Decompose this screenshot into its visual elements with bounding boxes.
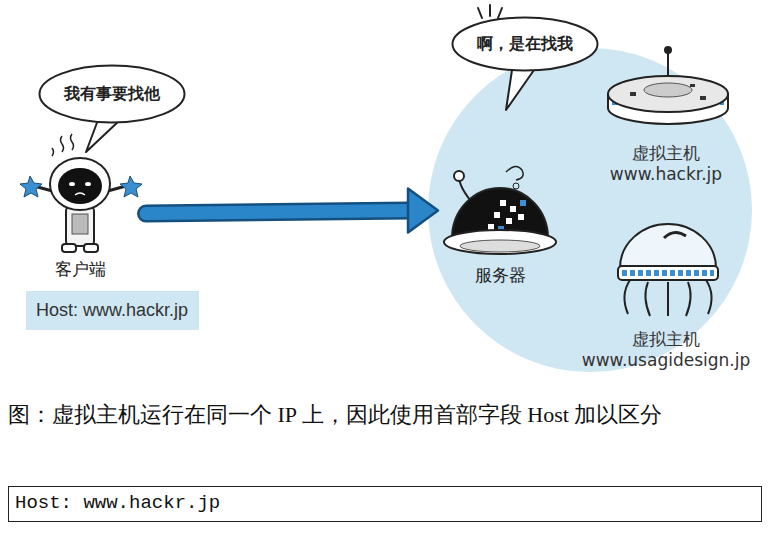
server-robot [444, 166, 556, 254]
server-node: 服务器 [440, 150, 560, 290]
virtual-host-label: 虚拟主机 www.hackr.jp [606, 143, 726, 186]
node-text: Host: www.hackr.jp [15, 492, 755, 516]
speech-bubble: 啊，是在找我 [451, 16, 599, 72]
node-label: 服务器 [475, 265, 526, 286]
virtual-host-disk [608, 46, 728, 124]
server-region [428, 48, 752, 372]
request-arrow [146, 189, 438, 233]
bubble-tail [506, 70, 534, 110]
arrow-outline [146, 211, 410, 214]
speech-bubble: 我有事要找他 [38, 64, 186, 124]
surprise-marks [478, 5, 502, 18]
bubble-shape [40, 66, 185, 123]
virtual-host-jellyfish [618, 224, 718, 316]
node-label: 客户端 [55, 259, 106, 280]
caption-text: 图：虚拟主机运行在同一个 IP 上，因此使用首部字段 Host 加以区分 [8, 400, 760, 430]
host-header-box: Host: www.hackr.jp [26, 291, 199, 330]
node-text: 虚拟主机 www.usagidesign.jp [577, 329, 755, 372]
client-robot [20, 134, 142, 252]
node-text: 我有事要找他 [64, 84, 160, 104]
figure-caption: 图：虚拟主机运行在同一个 IP 上，因此使用首部字段 Host 加以区分 [8, 400, 760, 430]
node-text: 啊，是在找我 [477, 34, 573, 54]
node-text: 虚拟主机 www.hackr.jp [606, 143, 726, 186]
arrow-shaft [146, 211, 410, 214]
node-text: Host: www.hackr.jp [36, 299, 188, 322]
bubble-shape [453, 18, 598, 71]
virtual-host-label: 虚拟主机 www.usagidesign.jp [577, 329, 755, 372]
bubble-tail [86, 120, 120, 152]
arrow-head [408, 189, 438, 233]
client-node: 客户端 [18, 150, 142, 284]
code-box: Host: www.hackr.jp [8, 486, 762, 522]
